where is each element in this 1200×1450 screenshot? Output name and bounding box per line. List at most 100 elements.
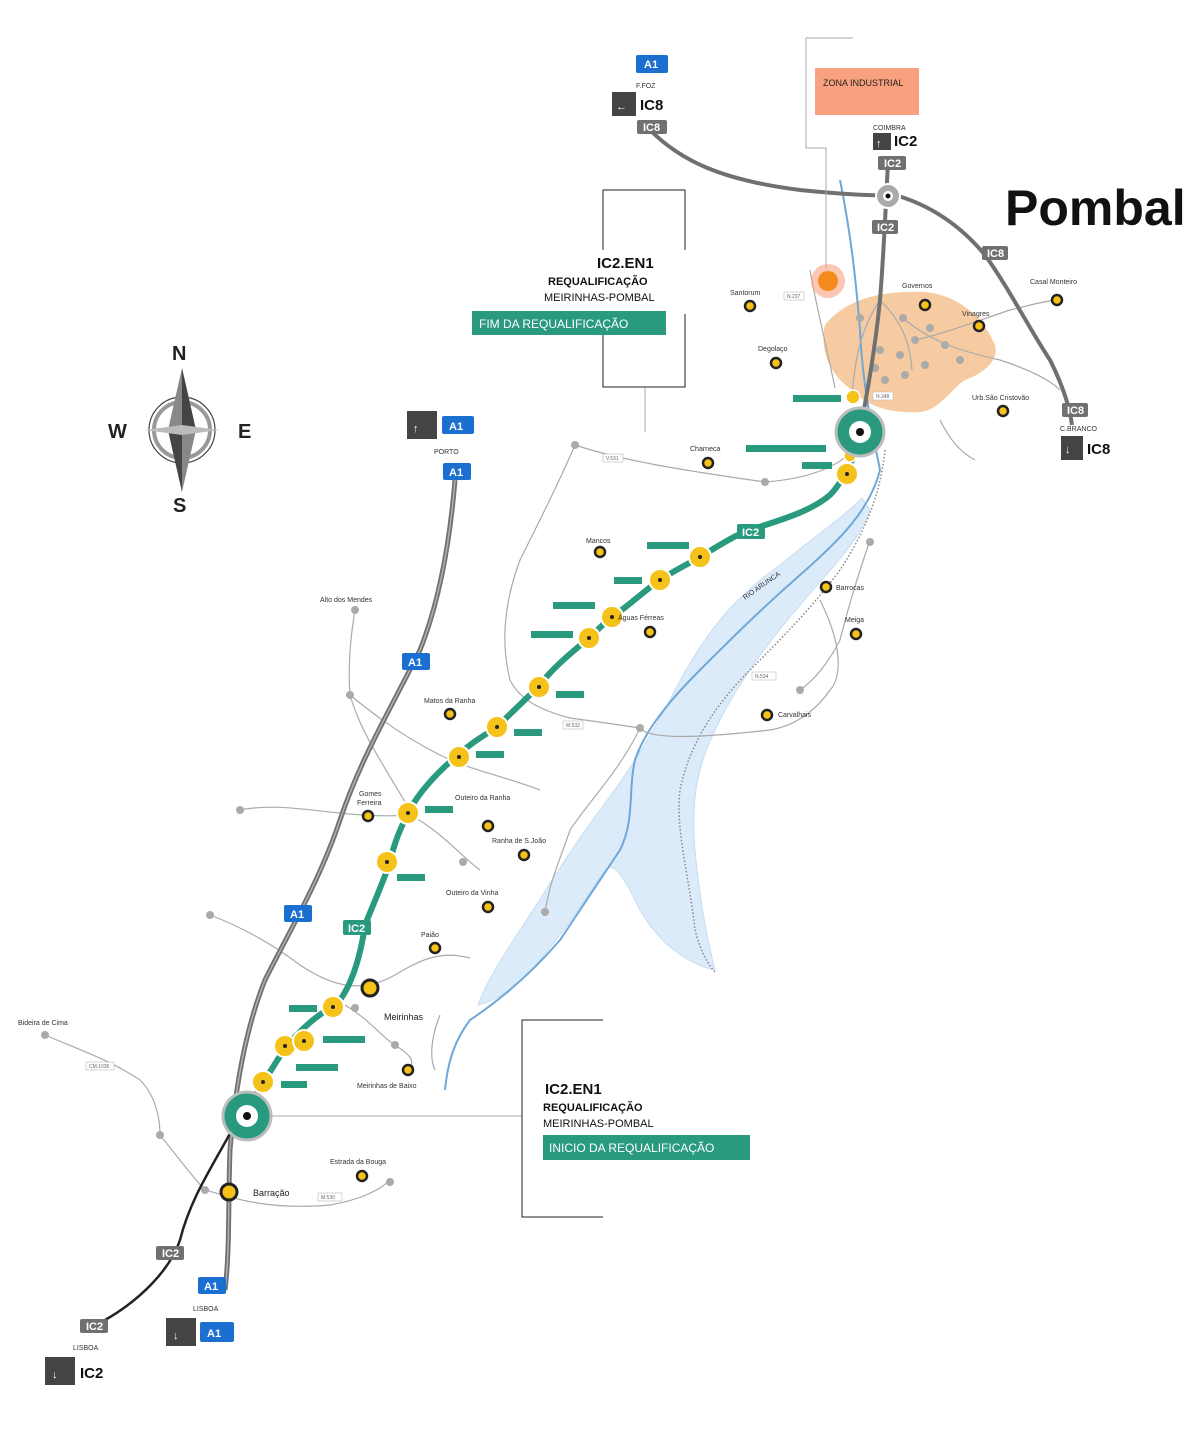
sign-ffoz-label: F.FOZ bbox=[636, 83, 656, 90]
sign-coimbra-ic2: COIMBRA ↑ IC2 IC2 bbox=[873, 125, 919, 170]
sign-porto-a1: ↑ A1 PORTO A1 bbox=[407, 411, 477, 480]
tag bbox=[793, 395, 841, 402]
shield-ic2-green1-bg bbox=[737, 524, 765, 539]
sign-ic2-lisboa: IC2 bbox=[80, 1365, 103, 1382]
sign-a1-porto: A1 bbox=[449, 421, 463, 433]
info-top-sub1: REQUALIFICAÇÃO bbox=[548, 275, 648, 288]
road-code-v531: V.531 bbox=[606, 456, 619, 462]
inicio-requalificacao-label: INICIO DA REQUALIFICAÇÃO bbox=[549, 1141, 714, 1155]
fim-requalificacao-label: FIM DA REQUALIFICAÇÃO bbox=[479, 317, 628, 331]
roundabout bbox=[648, 568, 672, 592]
sign-cbranco-ic8: IC8 C.BRANCO ↓ IC8 bbox=[1060, 403, 1119, 460]
roundabout bbox=[396, 801, 420, 825]
arrow-up-porto-icon: ↑ bbox=[413, 423, 419, 435]
tag bbox=[425, 806, 453, 813]
roundabout bbox=[577, 626, 601, 650]
shield-ic2-green2-bg bbox=[343, 920, 371, 935]
tag bbox=[514, 729, 542, 736]
place-barrocas: Barrocas bbox=[836, 585, 865, 592]
tag bbox=[323, 1036, 365, 1043]
railway bbox=[678, 449, 886, 973]
node-start bbox=[221, 1090, 273, 1142]
shield-ic8-east: IC8 bbox=[987, 248, 1004, 260]
map-title: Pombal bbox=[1005, 180, 1186, 236]
sign-lisboa-a1-label: LISBOA bbox=[193, 1306, 219, 1313]
tag bbox=[397, 874, 425, 881]
place-outeiro-da-vinha: Outeiro da Vinha bbox=[446, 890, 499, 897]
shield-ic2-bg bbox=[872, 220, 898, 234]
place-vinagres: Vinagres bbox=[962, 311, 990, 318]
place-bideira-de-cima: Bideira de Cima bbox=[18, 1020, 68, 1027]
place-paiao: Paião bbox=[421, 932, 439, 939]
sign-lisboa-ic2: IC2 LISBOA ↓ IC2 bbox=[45, 1319, 117, 1385]
info-bottom-title: IC2.EN1 bbox=[545, 1081, 602, 1098]
shield-a1-mid2-bg bbox=[284, 905, 312, 922]
road-code-m530: M.530 bbox=[321, 1195, 335, 1201]
shield-a1-mid1-bg bbox=[402, 653, 430, 670]
road-code-n237: N.237 bbox=[787, 294, 801, 300]
tag bbox=[802, 462, 832, 469]
roundabout bbox=[600, 605, 624, 629]
place-outeiro-da-ranha: Outeiro da Ranha bbox=[455, 795, 510, 802]
road-code-m1036: CM.1036 bbox=[89, 1064, 110, 1070]
shield-a1-mid2: A1 bbox=[290, 909, 304, 921]
shield-a1-south: A1 bbox=[204, 1281, 218, 1293]
place-degolaco: Degolaço bbox=[758, 346, 788, 353]
place-carvalhais: Carvalhais bbox=[778, 712, 812, 719]
place-ferreira: Ferreira bbox=[357, 800, 382, 807]
place-alto-dos-mendes: Alto dos Mendes bbox=[320, 597, 373, 604]
zona-marker bbox=[818, 271, 838, 291]
roundabout bbox=[835, 462, 859, 486]
sign-ic2-coimbra: IC2 bbox=[894, 133, 917, 150]
place-casal-monteiro: Casal Monteiro bbox=[1030, 279, 1077, 286]
fim-requalificacao-badge bbox=[472, 311, 666, 335]
shield-ic8-cbranco: IC8 bbox=[1067, 405, 1084, 417]
places bbox=[219, 293, 1064, 1202]
sign-ic8-ffoz: IC8 bbox=[640, 97, 663, 114]
zona-industrial-box bbox=[815, 68, 919, 115]
shield-ic2-mid: IC2 bbox=[877, 222, 894, 234]
roundabout bbox=[845, 389, 861, 405]
place-ranha-de-s-joao: Ranha de S.João bbox=[492, 838, 546, 845]
roundabout bbox=[292, 1029, 316, 1053]
compass-e: E bbox=[238, 421, 251, 443]
info-bottom-sub1: REQUALIFICAÇÃO bbox=[543, 1101, 643, 1114]
road-code-n534: N.534 bbox=[755, 674, 769, 680]
road-code-n348: N.348 bbox=[876, 394, 890, 400]
info-top-title: IC2.EN1 bbox=[597, 255, 654, 272]
shield-ic8-bg bbox=[982, 246, 1008, 260]
place-meirinhas-de-baixo: Meirinhas de Baixo bbox=[357, 1083, 417, 1090]
tag bbox=[553, 602, 595, 609]
a1-motorway-inner bbox=[224, 479, 456, 1291]
shield-a1-ffoz: A1 bbox=[644, 59, 658, 71]
ic2-south-road bbox=[104, 1129, 234, 1322]
zona-leader bbox=[805, 37, 853, 268]
inicio-requalificacao-badge bbox=[543, 1135, 750, 1160]
shield-ic2-south1: IC2 bbox=[162, 1248, 179, 1260]
compass-w: W bbox=[108, 421, 127, 443]
info-box-bottom: IC2.EN1 REQUALIFICAÇÃO MEIRINHAS-POMBAL … bbox=[521, 1019, 750, 1218]
sign-lisboa-a1: A1 LISBOA ↓ A1 bbox=[166, 1277, 238, 1346]
place-matos-da-ranha: Matos da Ranha bbox=[424, 698, 475, 705]
corridor-tags bbox=[281, 395, 841, 1088]
sign-cbranco-label: C.BRANCO bbox=[1060, 426, 1098, 433]
ic8-ic2-junction bbox=[875, 183, 901, 209]
shield-ic2-north: IC2 bbox=[884, 158, 901, 170]
tag bbox=[746, 445, 826, 452]
info-top-sub2: MEIRINHAS-POMBAL bbox=[544, 292, 655, 304]
compass-s: S bbox=[173, 495, 186, 517]
shield-a1-mid1: A1 bbox=[408, 657, 422, 669]
tag bbox=[289, 1005, 317, 1012]
sign-lisboa-ic2-label: LISBOA bbox=[73, 1345, 99, 1352]
place-meiga: Meiga bbox=[845, 617, 864, 624]
shield-ic2-south1-bg bbox=[156, 1246, 184, 1260]
shield-ic8-top: IC8 bbox=[643, 122, 660, 134]
sign-porto-label: PORTO bbox=[434, 449, 459, 456]
arrow-down-icon: ↓ bbox=[1065, 444, 1071, 456]
roundabout bbox=[485, 715, 509, 739]
place-barracao: Barração bbox=[253, 1188, 290, 1198]
tag bbox=[281, 1081, 307, 1088]
shield-ic2-green1: IC2 bbox=[742, 527, 759, 539]
sign-a1-lisboa: A1 bbox=[207, 1328, 221, 1340]
roundabout bbox=[447, 745, 471, 769]
